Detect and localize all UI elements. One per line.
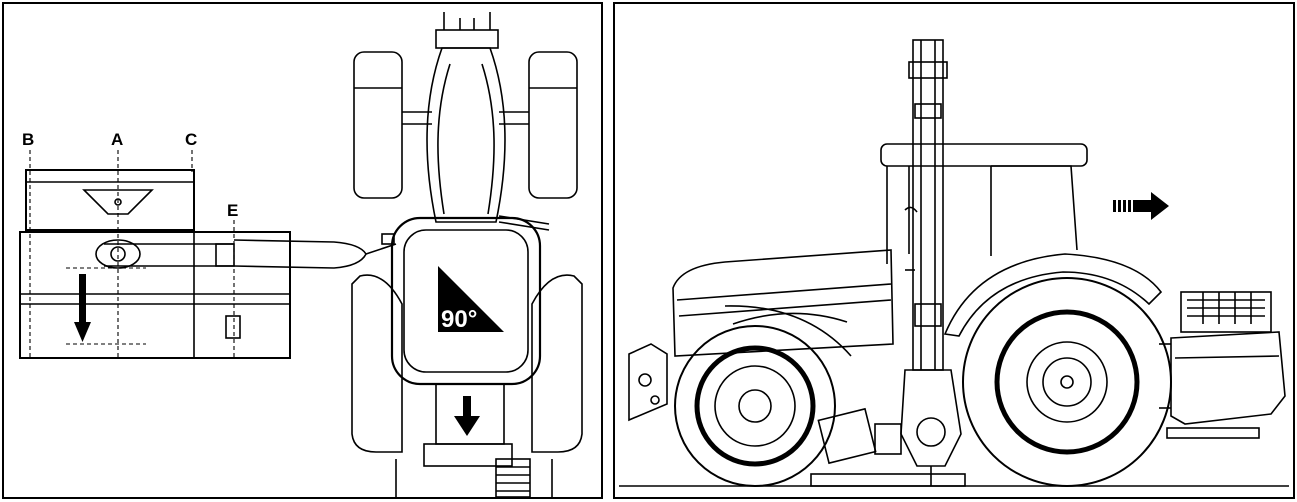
front-linkage <box>628 343 668 422</box>
pto-shaft <box>495 458 531 497</box>
fender <box>531 274 583 453</box>
right-angle-triangle-icon: 90° <box>438 266 504 333</box>
top-view-drawing: 90° B A C E <box>19 12 583 497</box>
cab-roof <box>390 216 542 386</box>
callout-e: E <box>227 201 238 220</box>
rear-fender <box>943 253 1163 337</box>
boom-arm <box>233 239 367 269</box>
angle-label: 90° <box>441 306 477 333</box>
callout-a: A <box>111 130 123 149</box>
front-hitch <box>435 29 499 49</box>
tractor-hood <box>672 249 894 357</box>
top-view-panel: 90° B A C E <box>2 2 603 499</box>
front-wheel <box>674 325 836 487</box>
vertical-boom <box>912 39 944 371</box>
callout-b: B <box>22 130 34 149</box>
wheel <box>528 51 578 199</box>
cab-roof <box>880 143 1088 167</box>
side-view-drawing <box>619 39 1289 487</box>
implement-frame <box>19 231 291 359</box>
rear-wheel <box>962 277 1172 487</box>
direction-of-travel-arrow-icon <box>1113 192 1169 220</box>
wheel <box>353 51 403 199</box>
down-arrow-icon <box>74 274 91 342</box>
down-arrow-icon <box>454 396 480 436</box>
gearbox <box>225 315 241 339</box>
fender <box>351 274 403 453</box>
tractor-hood <box>426 47 506 223</box>
implement-hopper <box>25 169 195 231</box>
rear-implement <box>1180 291 1272 333</box>
callout-c: C <box>185 130 197 149</box>
side-view-panel <box>613 2 1295 499</box>
